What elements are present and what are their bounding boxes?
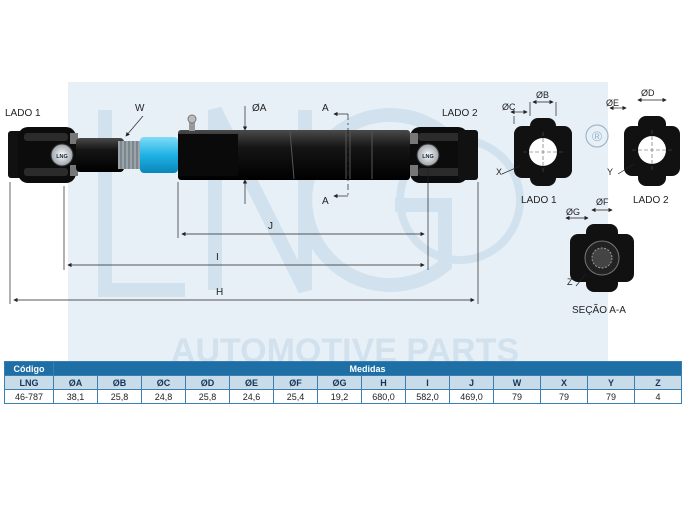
end-view-section-aa <box>565 207 634 292</box>
dimension-lines <box>9 106 479 304</box>
column-header: Z <box>634 375 682 390</box>
table-cell: 4 <box>634 389 682 404</box>
side-left-label: LADO 1 <box>5 108 41 119</box>
section-dim-g: ØG <box>566 207 581 217</box>
table-cell: 79 <box>587 389 635 404</box>
table-cell: 469,0 <box>449 389 494 404</box>
table-cell: 24,8 <box>141 389 186 404</box>
dim-a-label: ØA <box>252 103 267 114</box>
end-view-dim-c: ØC <box>502 102 516 112</box>
dust-boot <box>140 137 178 173</box>
left-yoke <box>8 127 78 183</box>
table-cell: 25,4 <box>273 389 318 404</box>
table-cell: 79 <box>493 389 541 404</box>
column-header: I <box>405 375 450 390</box>
section-dim-z: Z <box>567 277 573 287</box>
end-view-lado2 <box>609 97 680 186</box>
section-mark-bottom: A <box>322 196 329 207</box>
spec-table-header-row: Código Medidas <box>4 361 682 376</box>
grease-fitting <box>187 114 197 131</box>
part-code: 46-787 <box>4 389 54 404</box>
column-header: H <box>361 375 406 390</box>
column-header: ØF <box>273 375 318 390</box>
dim-j-label: J <box>268 221 273 232</box>
dim-h-label: H <box>216 287 224 298</box>
section-title: SEÇÃO A-A <box>572 305 626 316</box>
dim-w-leader <box>125 115 144 137</box>
yoke-logo-right: LNG <box>422 154 434 160</box>
section-mark-top: A <box>322 103 329 114</box>
tube-weld-lines <box>289 130 373 180</box>
column-header: W <box>493 375 541 390</box>
tube-sleeve <box>178 134 238 176</box>
table-cell: 25,8 <box>97 389 142 404</box>
registered-mark-circle <box>585 124 609 148</box>
column-header: Y <box>587 375 635 390</box>
table-cell: 24,6 <box>229 389 274 404</box>
end-view-dim-b: ØB <box>536 90 550 100</box>
end-view-lado2-title: LADO 2 <box>633 195 669 206</box>
right-yoke <box>410 127 478 183</box>
table-cell: 38,1 <box>53 389 98 404</box>
watermark: AUTOMOTIVE PARTS ® <box>68 82 609 370</box>
registered-mark: ® <box>592 128 603 144</box>
brand-header: LNG <box>4 375 54 390</box>
column-header: ØE <box>229 375 274 390</box>
driveshaft-side-view: LNG LNG <box>8 114 478 183</box>
yoke-logo-left: LNG <box>56 154 68 160</box>
end-view-dim-x: X <box>496 167 503 177</box>
side-right-label: LADO 2 <box>442 108 478 119</box>
spline-shaft <box>118 141 142 169</box>
slip-joint-housing <box>76 138 124 172</box>
column-header: X <box>540 375 588 390</box>
column-header: ØD <box>185 375 230 390</box>
section-dim-f: ØF <box>596 197 609 207</box>
table-cell: 79 <box>540 389 588 404</box>
table-cell: 680,0 <box>361 389 406 404</box>
code-header: Código <box>4 361 54 376</box>
end-view-dim-e: ØE <box>606 98 620 108</box>
column-header: ØA <box>53 375 98 390</box>
column-header: ØC <box>141 375 186 390</box>
column-header: ØG <box>317 375 362 390</box>
end-view-dim-d: ØD <box>641 88 655 98</box>
end-view-lado1-title: LADO 1 <box>521 195 557 206</box>
end-view-dim-y: Y <box>607 167 614 177</box>
measures-header: Medidas <box>53 361 682 376</box>
end-view-lado1 <box>501 99 572 186</box>
dim-w-label: W <box>135 103 145 114</box>
table-cell: 19,2 <box>317 389 362 404</box>
table-cell: 25,8 <box>185 389 230 404</box>
table-cell: 582,0 <box>405 389 450 404</box>
column-header: ØB <box>97 375 142 390</box>
dim-i-label: I <box>216 252 219 263</box>
column-header: J <box>449 375 494 390</box>
